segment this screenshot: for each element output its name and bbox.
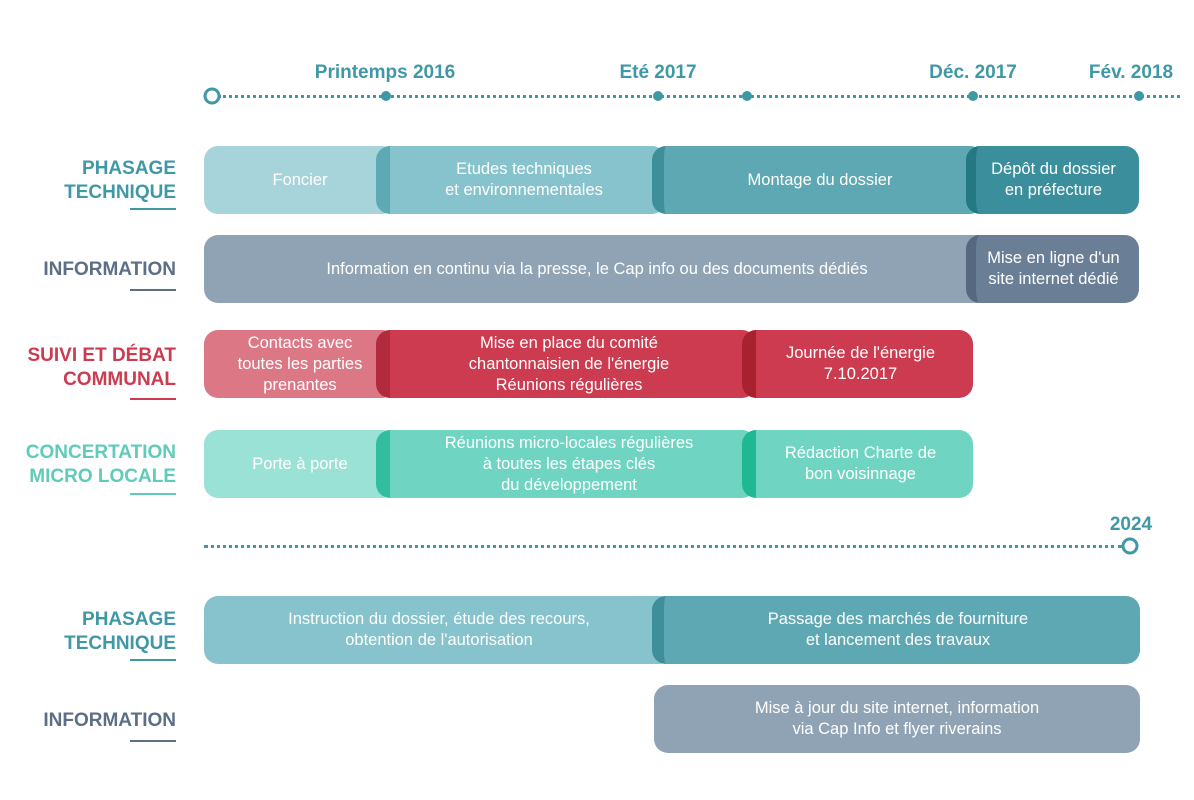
row-label-information: INFORMATION xyxy=(43,259,176,280)
row-label-suivi-debat: SUIVI ET DÉBAT COMMUNAL xyxy=(27,345,177,390)
bar-instruction: Instruction du dossier, étude des recour… xyxy=(204,596,674,664)
bar-info-continu: Information en continu via la presse, le… xyxy=(204,235,990,303)
row-label-phasage-technique-2: PHASAGE TECHNIQUE xyxy=(64,609,176,654)
bar-reunions-micro-label: Réunions micro-locales régulières à tout… xyxy=(444,433,694,494)
timeline-start-circle xyxy=(203,87,221,105)
bar-mise-en-ligne: Mise en ligne d'un site internet dédié xyxy=(966,235,1139,303)
timeline-dot xyxy=(381,91,391,101)
bar-contacts-label: Contacts avec toutes les parties prenant… xyxy=(237,333,363,394)
row-underline xyxy=(130,659,176,661)
bar-mise-a-jour-label: Mise à jour du site internet, informatio… xyxy=(754,699,1040,738)
bar-porte-a-porte: Porte à porte xyxy=(204,430,396,498)
bar-mise-en-ligne-label: Mise en ligne d'un site internet dédié xyxy=(987,249,1120,288)
bar-mise-a-jour: Mise à jour du site internet, informatio… xyxy=(654,685,1140,753)
timeline-label-fev-2018: Fév. 2018 xyxy=(1088,62,1174,83)
bar-comite-label: Mise en place du comité chantonnaisien d… xyxy=(468,333,670,394)
bar-foncier: Foncier xyxy=(204,146,396,214)
bar-contacts: Contacts avec toutes les parties prenant… xyxy=(204,330,396,398)
row-label-information-2: INFORMATION xyxy=(43,710,176,731)
row-underline xyxy=(130,398,176,400)
timeline-dot xyxy=(1134,91,1144,101)
row-underline xyxy=(130,493,176,495)
bar-montage: Montage du dossier xyxy=(652,146,984,214)
row-underline xyxy=(130,740,176,742)
row-label-concertation: CONCERTATION MICRO LOCALE xyxy=(25,442,176,487)
bar-info-continu-label: Information en continu via la presse, le… xyxy=(326,259,868,278)
bar-marches-label: Passage des marchés de fourniture et lan… xyxy=(767,610,1029,649)
timeline-end-circle xyxy=(1121,537,1139,555)
timeline-label-dec-2017: Déc. 2017 xyxy=(929,62,1017,83)
bar-porte-label: Porte à porte xyxy=(252,454,348,473)
bar-montage-label: Montage du dossier xyxy=(747,170,893,189)
bar-reunions-micro: Réunions micro-locales régulières à tout… xyxy=(376,430,756,498)
timeline-dot xyxy=(968,91,978,101)
row-label-phasage-technique: PHASAGE TECHNIQUE xyxy=(64,158,176,203)
row-underline xyxy=(130,208,176,210)
bar-journee: Journée de l'énergie 7.10.2017 xyxy=(742,330,973,398)
timeline-dot xyxy=(653,91,663,101)
bar-marches: Passage des marchés de fourniture et lan… xyxy=(652,596,1140,664)
bar-charte: Rédaction Charte de bon voisinnage xyxy=(742,430,973,498)
bar-etudes-label: Etudes techniques et environnementales xyxy=(445,160,603,199)
bar-instruction-label: Instruction du dossier, étude des recour… xyxy=(288,610,590,649)
bar-depot: Dépôt du dossier en préfecture xyxy=(966,146,1139,214)
row-underline xyxy=(130,289,176,291)
bar-journee-label: Journée de l'énergie 7.10.2017 xyxy=(785,344,935,383)
bar-etudes: Etudes techniques et environnementales xyxy=(376,146,666,214)
timeline-label-2024: 2024 xyxy=(1109,514,1153,535)
bar-comite: Mise en place du comité chantonnaisien d… xyxy=(376,330,756,398)
bar-depot-label: Dépôt du dossier en préfecture xyxy=(991,160,1116,199)
bar-foncier-label: Foncier xyxy=(272,170,328,189)
timeline-label-ete-2017: Eté 2017 xyxy=(619,62,697,83)
bar-charte-label: Rédaction Charte de bon voisinnage xyxy=(784,444,937,483)
timeline-dotted-line-2 xyxy=(204,545,1122,548)
timeline-dotted-line xyxy=(218,95,1180,98)
timeline-dot xyxy=(742,91,752,101)
timeline-label-printemps-2016: Printemps 2016 xyxy=(314,62,456,83)
